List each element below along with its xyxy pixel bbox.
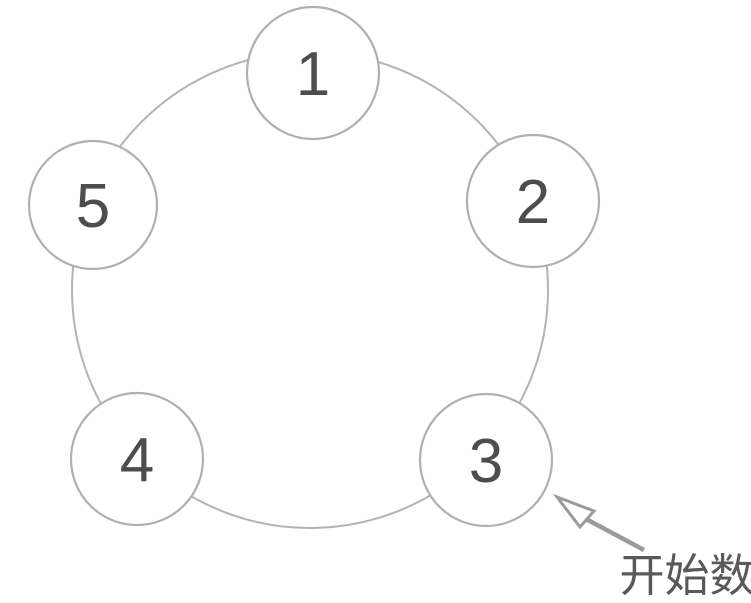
node-1-circle <box>245 5 381 141</box>
node-3: 3 <box>418 392 554 528</box>
node-2-circle <box>465 133 601 269</box>
node-4-circle <box>69 391 205 527</box>
node-4: 4 <box>69 391 205 527</box>
node-5-circle <box>27 139 159 271</box>
node-1-label: 1 <box>296 40 330 109</box>
arrow-head-icon <box>552 493 597 530</box>
node-5: 5 <box>27 139 159 271</box>
start-arrow-icon <box>552 493 646 552</box>
node-2-label: 2 <box>516 168 550 237</box>
node-2: 2 <box>465 133 601 269</box>
node-5-label: 5 <box>76 172 110 241</box>
start-count-label: 开始数 <box>619 549 751 602</box>
node-3-label: 3 <box>469 427 503 496</box>
node-4-label: 4 <box>120 426 154 495</box>
arrow-shaft <box>584 517 646 552</box>
node-3-circle <box>418 392 554 528</box>
node-1: 1 <box>245 5 381 141</box>
